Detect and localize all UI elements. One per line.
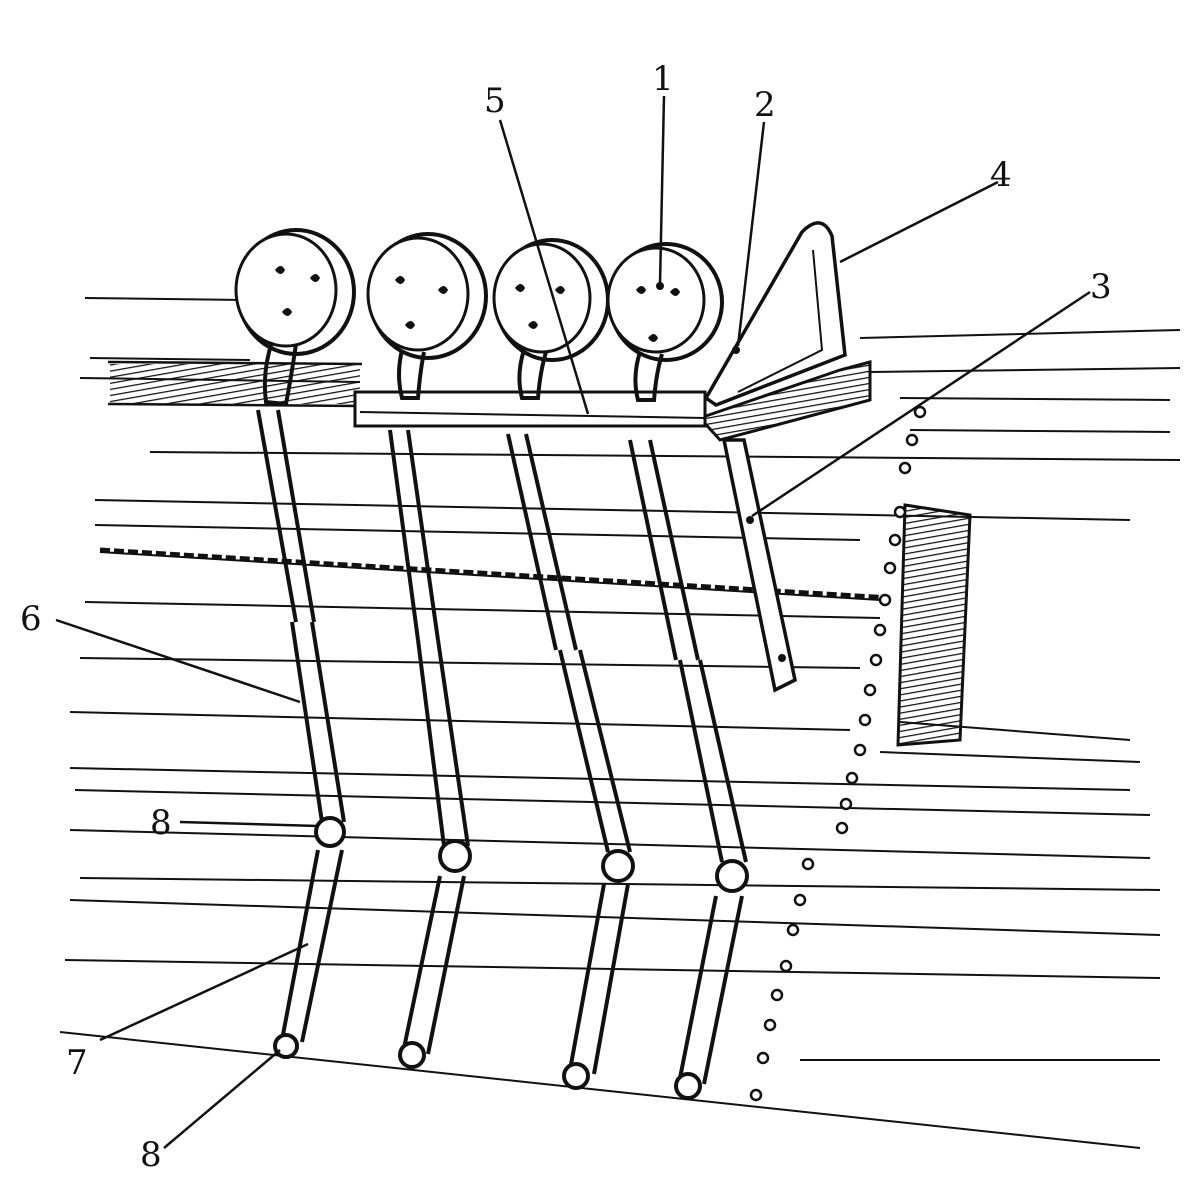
label-deadeye: 1 — [652, 59, 674, 99]
label-bolt: 2 — [754, 85, 776, 125]
chain-2 — [388, 349, 472, 1069]
rivet-row — [749, 405, 927, 1102]
label-pin-upper: 8 — [150, 803, 172, 843]
label-stay-bar: 3 — [1090, 267, 1112, 307]
hull-planking — [59, 297, 1181, 1149]
deadeye-1 — [234, 228, 356, 356]
chain-3 — [506, 349, 635, 1090]
chain-4 — [628, 351, 749, 1100]
deadeye-3 — [492, 238, 610, 362]
bolt — [732, 346, 740, 354]
deadeye-4 — [606, 242, 724, 362]
leader-lines — [55, 95, 1091, 1149]
stay-bar — [721, 438, 797, 693]
callout-labels: 1 2 3 4 5 6 7 8 8 — [20, 59, 1112, 1175]
label-chain-rail: 5 — [484, 81, 506, 121]
chain-1 — [256, 341, 346, 1059]
channel-wale — [99, 360, 891, 601]
label-bracket: 4 — [990, 155, 1012, 195]
label-chain-plate: 7 — [66, 1043, 88, 1083]
deadeye-2 — [366, 232, 488, 360]
label-pin-lower: 8 — [140, 1135, 162, 1175]
bracket-knee — [703, 221, 847, 407]
gunport — [896, 503, 972, 747]
label-chain-link: 6 — [20, 599, 42, 639]
